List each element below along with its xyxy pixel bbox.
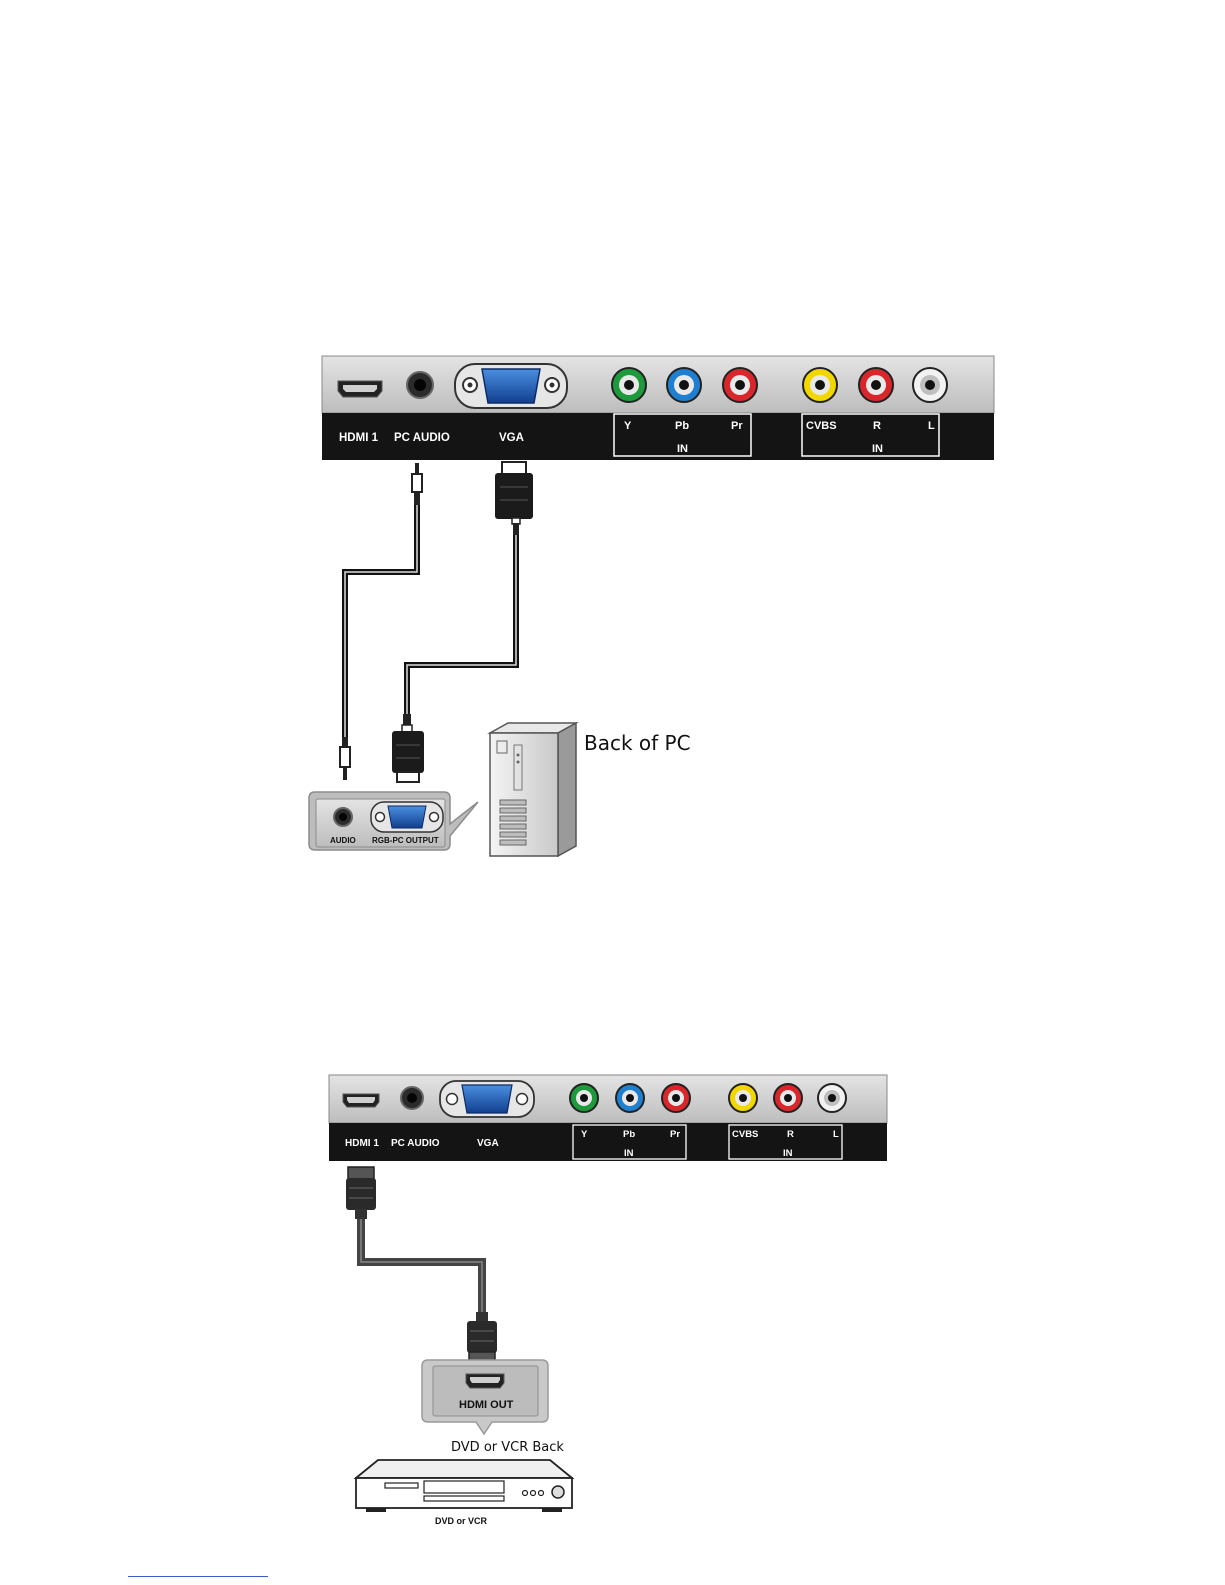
component-y-label: Y [581,1129,588,1140]
vga-label: VGA [499,432,524,444]
pc-back-panel-callout: AUDIO RGB-PC OUTPUT [309,792,478,850]
hdmi-out-label: HDMI OUT [459,1399,514,1411]
cvbs-label: CVBS [732,1129,758,1140]
vga-label: VGA [477,1138,499,1149]
vga-port-icon [440,1081,534,1117]
component-pr-jack-icon [662,1084,690,1112]
hdmi-out-port-icon [466,1374,504,1388]
audio-l-jack-icon [913,368,947,402]
dvd-vcr-label: DVD or VCR [435,1516,488,1526]
component-in-label: IN [677,443,688,455]
tv-rear-panel-2: HDMI 1 PC AUDIO VGA Y Pb Pr IN CVBS R L … [329,1075,887,1161]
pc-vga-out-port-icon [371,802,443,832]
pc-rgb-out-label: RGB-PC OUTPUT [372,836,439,845]
component-y-jack-icon [612,368,646,402]
component-pr-label: Pr [731,420,743,432]
audio-l-jack-icon [818,1084,846,1112]
pc-tower-icon [490,723,576,856]
hdmi-label: HDMI 1 [339,432,379,444]
vga-port-icon [455,364,567,408]
back-of-pc-caption: Back of PC [584,731,691,755]
dvd-vcr-player-icon [356,1460,572,1512]
pc-audio-out-label: AUDIO [330,836,356,845]
audio-r-label: R [873,420,881,432]
audio-l-label: L [928,420,935,432]
audio-r-jack-icon [859,368,893,402]
composite-in-label: IN [872,443,883,455]
audio-r-jack-icon [774,1084,802,1112]
cvbs-label: CVBS [806,420,837,432]
tv-rear-panel-1: HDMI 1 PC AUDIO VGA Y Pb Pr IN CVBS R L … [322,356,994,460]
component-y-jack-icon [570,1084,598,1112]
component-pr-jack-icon [723,368,757,402]
pc-audio-out-jack-icon [334,808,352,826]
audio-l-label: L [833,1129,839,1140]
hdmi-cable [346,1167,497,1363]
cvbs-jack-icon [803,368,837,402]
pc-audio-jack-icon [407,372,433,398]
audio-r-label: R [787,1129,794,1140]
component-pb-label: Pb [623,1129,635,1140]
hdmi-port-icon [338,381,382,397]
composite-in-label: IN [783,1148,793,1159]
component-in-label: IN [624,1148,634,1159]
component-pb-label: Pb [675,420,689,432]
component-pb-jack-icon [616,1084,644,1112]
footnote-separator [128,1576,268,1577]
pc-audio-label: PC AUDIO [394,432,450,444]
component-pr-label: Pr [670,1129,680,1140]
hdmi-label: HDMI 1 [345,1138,379,1149]
cvbs-jack-icon [729,1084,757,1112]
pc-audio-jack-icon [401,1087,423,1109]
hdmi-out-callout: HDMI OUT [422,1360,548,1434]
dvd-vcr-back-caption: DVD or VCR Back [451,1440,564,1455]
hdmi-port-icon [343,1094,379,1107]
component-pb-jack-icon [667,368,701,402]
component-y-label: Y [624,420,632,432]
pc-audio-label: PC AUDIO [391,1138,440,1149]
